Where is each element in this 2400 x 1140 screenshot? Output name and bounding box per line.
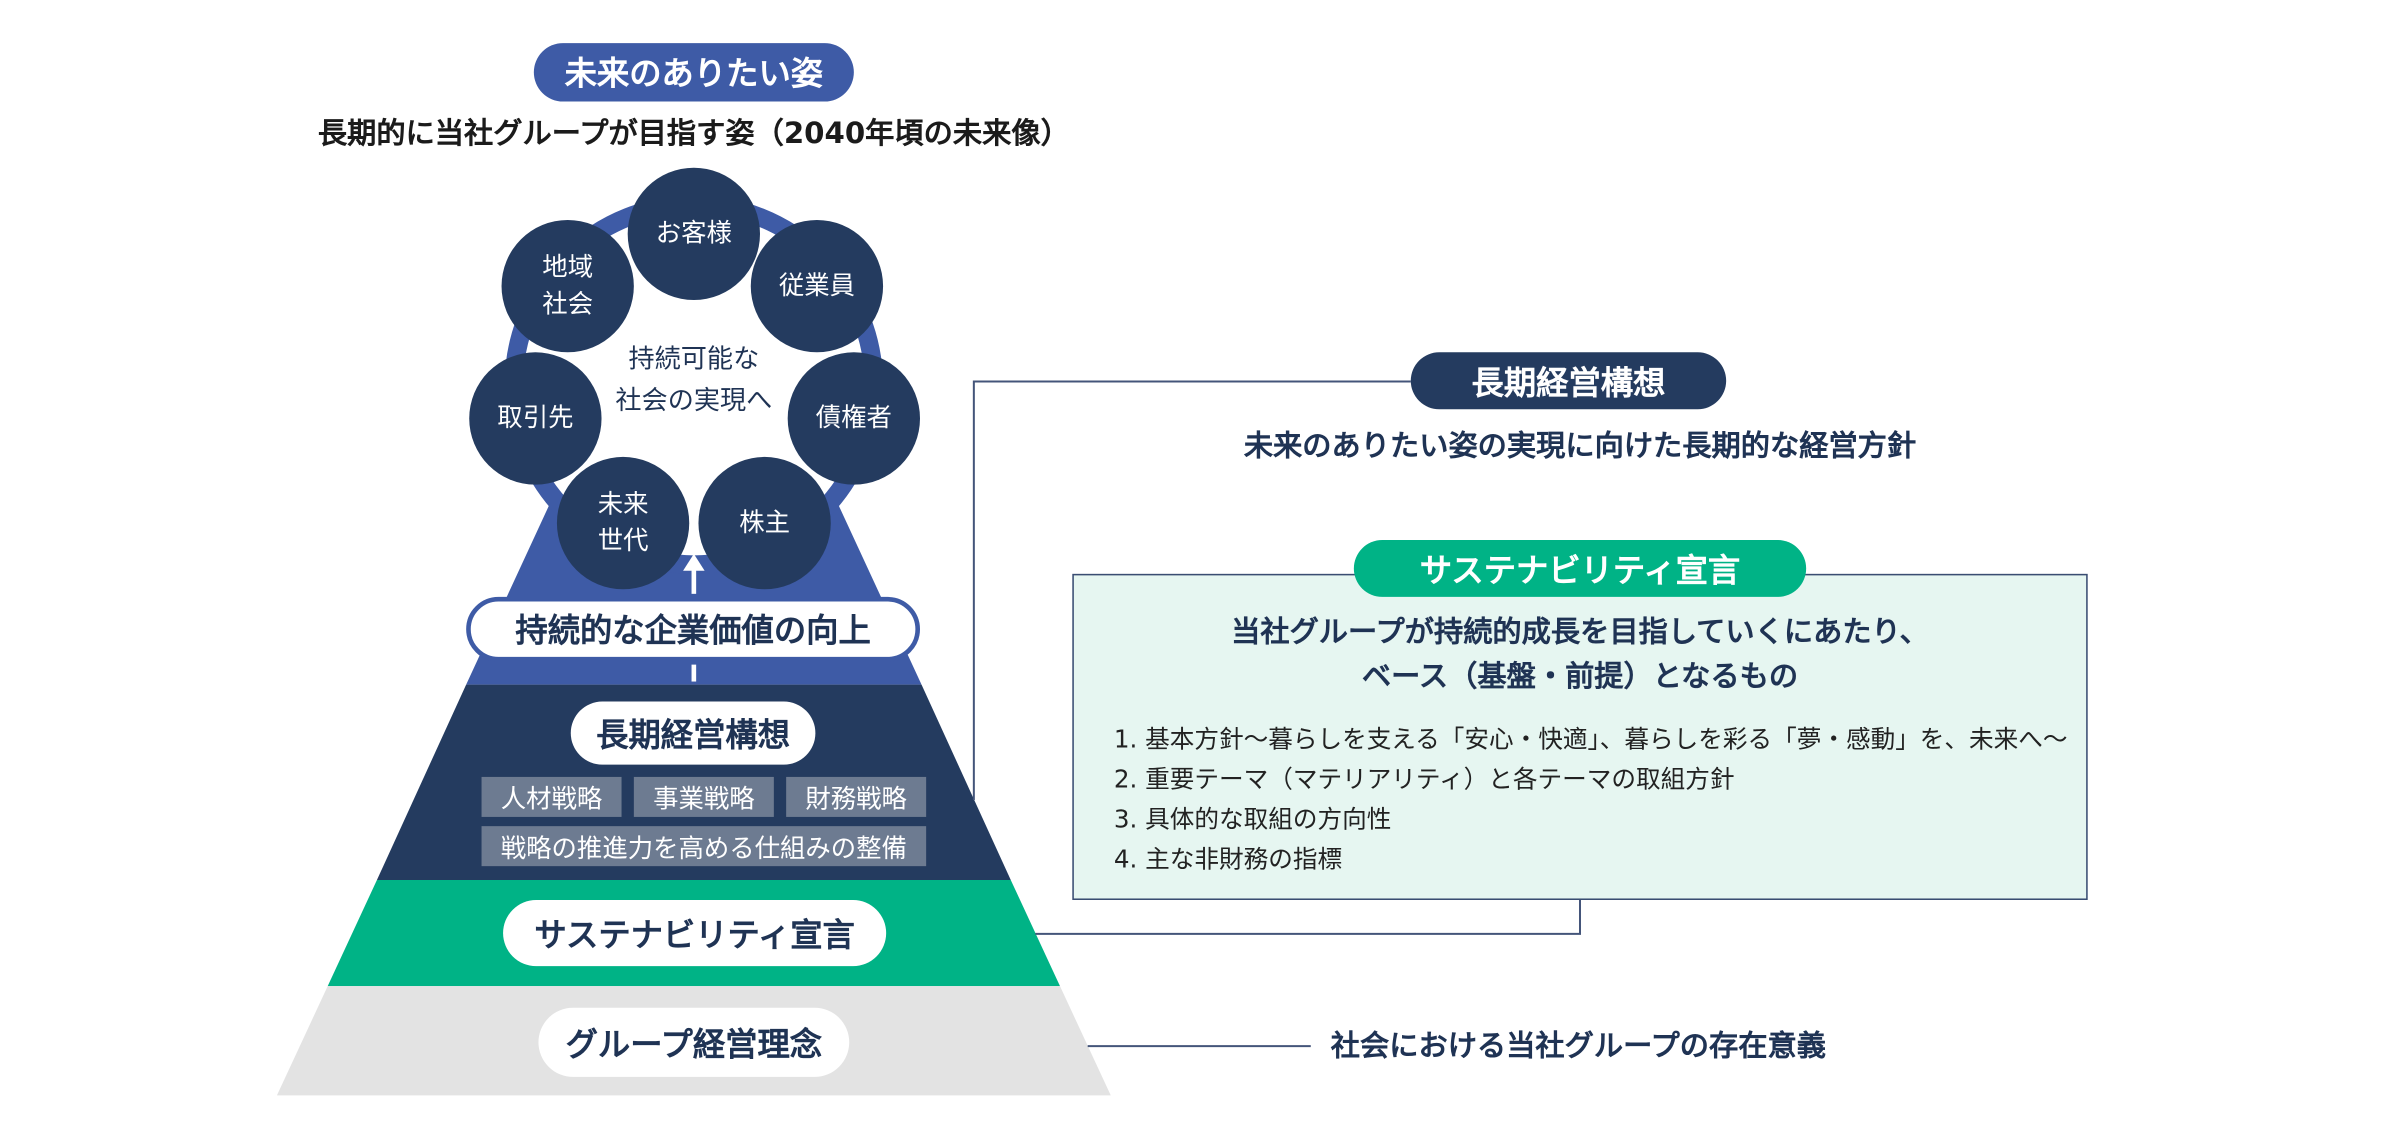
vision-badge: 未来のありたい姿 bbox=[533, 43, 854, 102]
strategy-box-finance: 財務戦略 bbox=[786, 776, 927, 817]
connector-sustainability bbox=[1035, 899, 1581, 935]
philosophy-pill: グループ経営理念 bbox=[538, 1007, 850, 1077]
stakeholder-label: お客様 bbox=[655, 218, 732, 248]
connector-long-term-plan bbox=[972, 380, 1411, 800]
stakeholder-employees: 従業員 bbox=[750, 219, 884, 353]
stakeholder-label: 株主 bbox=[739, 507, 790, 537]
stakeholder-business-partners: 取引先 bbox=[469, 352, 602, 485]
callout-sustainability-pill: サステナビリティ宣言 bbox=[1353, 539, 1807, 597]
list-item: 1. 基本方針〜暮らしを支える「安心・快適」、暮らしを彩る「夢・感動」を、未来へ… bbox=[1113, 724, 2068, 754]
callout-long-term-plan-pill: 長期経営構想 bbox=[1410, 352, 1727, 410]
strategy-mechanism-box: 戦略の推進力を高める仕組みの整備 bbox=[481, 826, 927, 867]
stakeholder-label: 社会 bbox=[542, 289, 594, 319]
stakeholder-label: 従業員 bbox=[778, 270, 855, 300]
stakeholder-local-community: 地域 社会 bbox=[501, 219, 634, 353]
stakeholder-customers: お客様 bbox=[627, 167, 760, 300]
stakeholder-label: 世代 bbox=[597, 526, 649, 556]
list-item: 4. 主な非財務の指標 bbox=[1113, 844, 1343, 874]
sustainability-intro-line: 当社グループが持続的成長を目指していくにあたり、 bbox=[1231, 615, 1929, 650]
up-arrow-icon bbox=[683, 553, 705, 594]
strategy-box-hr: 人材戦略 bbox=[481, 776, 622, 817]
stakeholder-label: 取引先 bbox=[497, 403, 574, 433]
ring-center-line: 社会の実現へ bbox=[615, 386, 773, 417]
vision-subtitle: 長期的に当社グループが目指す姿（2040年頃の未来像） bbox=[317, 116, 1070, 151]
callout-long-term-plan-description: 未来のありたい姿の実現に向けた長期的な経営方針 bbox=[1243, 429, 1917, 464]
stakeholder-label: 未来 bbox=[597, 489, 649, 519]
long-term-plan-pill: 長期経営構想 bbox=[570, 701, 816, 765]
stakeholder-label: 債権者 bbox=[815, 403, 892, 433]
sustainability-intro-line: ベース（基盤・前提）となるもの bbox=[1361, 659, 1799, 694]
stakeholder-creditors: 債権者 bbox=[787, 352, 920, 485]
ring-center-line: 持続可能な bbox=[628, 344, 760, 376]
callout-philosophy-description: 社会における当社グループの存在意義 bbox=[1330, 1029, 1826, 1064]
list-item: 2. 重要テーマ（マテリアリティ）と各テーマの取組方針 bbox=[1113, 764, 1735, 794]
corporate-value-pill: 持続的な企業価値の向上 bbox=[466, 596, 920, 662]
stakeholder-future-generations: 未来 世代 bbox=[556, 456, 690, 590]
list-item: 3. 具体的な取組の方向性 bbox=[1113, 804, 1392, 834]
sustainability-callout-box bbox=[1072, 573, 2088, 900]
strategy-box-business: 事業戦略 bbox=[633, 776, 774, 817]
sustainability-item-list: 1. 基本方針〜暮らしを支える「安心・快適」、暮らしを彩る「夢・感動」を、未来へ… bbox=[1114, 720, 2068, 880]
stakeholder-label: 地域 bbox=[542, 252, 594, 282]
stakeholder-shareholders: 株主 bbox=[698, 456, 831, 590]
sustainability-pill: サステナビリティ宣言 bbox=[503, 899, 887, 967]
ring-center-text: 持続可能な 社会の実現へ bbox=[571, 340, 817, 423]
sustainability-intro: 当社グループが持続的成長を目指していくにあたり、 ベース（基盤・前提）となるもの bbox=[1072, 611, 2087, 700]
